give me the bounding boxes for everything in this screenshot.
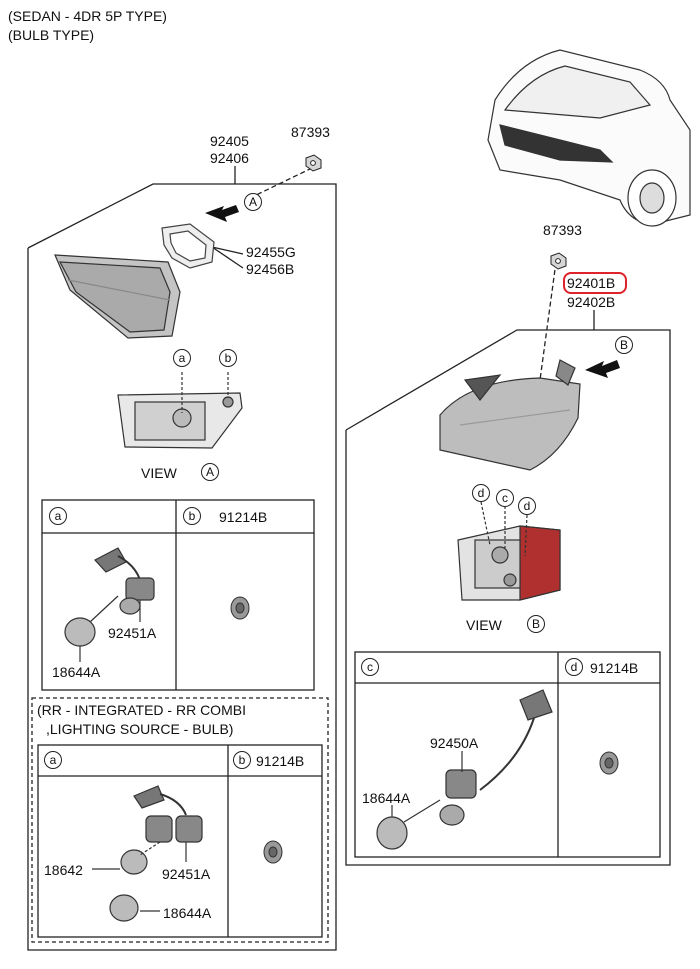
nut-icon-left bbox=[305, 154, 322, 172]
callout-c: c bbox=[496, 489, 514, 507]
nut-icon-right bbox=[550, 252, 567, 270]
left-assembly-frame bbox=[27, 183, 337, 951]
right-table-grid bbox=[354, 651, 661, 858]
gasket-icon bbox=[161, 223, 215, 269]
small-bulb-integrated bbox=[263, 840, 283, 864]
callout-socket-a: a bbox=[173, 349, 191, 367]
part-number-18644a-right: 18644A bbox=[362, 790, 411, 806]
view-callout-a: A bbox=[201, 463, 219, 481]
part-number-92402b: 92402B bbox=[567, 294, 616, 310]
part-number-18644a-integrated: 18644A bbox=[163, 905, 212, 921]
callout-b-right: B bbox=[615, 336, 633, 354]
part-number-91214b-integrated: 91214B bbox=[256, 753, 305, 769]
part-number-92451a-left: 92451A bbox=[108, 625, 157, 641]
part-number-18644a-left: 18644A bbox=[52, 664, 101, 680]
right-outer-lamp bbox=[439, 359, 581, 471]
car-illustration bbox=[487, 49, 691, 227]
callout-d-2: d bbox=[518, 497, 536, 515]
arrow-icon-right bbox=[585, 360, 620, 378]
view-callout-b: B bbox=[527, 615, 545, 633]
integrated-title-1: (RR - INTEGRATED - RR COMBI bbox=[37, 702, 246, 718]
part-number-92455g: 92455G bbox=[246, 244, 296, 260]
table-col-b: b bbox=[183, 507, 201, 525]
socket-bulbs-integrated bbox=[92, 785, 203, 922]
part-number-91214b-left: 91214B bbox=[219, 509, 268, 525]
integrated-frame bbox=[31, 697, 329, 943]
view-label-a: VIEW bbox=[141, 465, 177, 481]
part-number-92405: 92405 bbox=[210, 133, 249, 149]
integrated-col-a: a bbox=[44, 751, 62, 769]
table-col-a: a bbox=[49, 507, 67, 525]
view-b-lamp-back bbox=[457, 501, 561, 601]
header-line-2: (BULB TYPE) bbox=[8, 27, 95, 43]
right-assembly-frame bbox=[345, 329, 671, 866]
header-line-1: (SEDAN - 4DR 5P TYPE) bbox=[8, 8, 167, 24]
table-col-d: d bbox=[565, 658, 583, 676]
integrated-title-2: ,LIGHTING SOURCE - BULB) bbox=[46, 721, 234, 737]
highlighted-part-outline bbox=[563, 272, 627, 294]
small-bulb-right bbox=[599, 751, 619, 775]
part-number-91214b-right: 91214B bbox=[590, 660, 639, 676]
part-number-87393-right: 87393 bbox=[543, 222, 582, 238]
integrated-col-b: b bbox=[233, 751, 251, 769]
part-number-92456b: 92456B bbox=[246, 261, 295, 277]
arrow-icon-left bbox=[205, 205, 239, 222]
part-number-92401b[interactable]: 92401B bbox=[567, 275, 616, 291]
part-number-87393-left: 87393 bbox=[291, 124, 330, 140]
left-table-grid bbox=[41, 499, 315, 691]
left-inner-lamp bbox=[54, 254, 181, 339]
part-number-92451a-integrated: 92451A bbox=[162, 866, 211, 882]
socket-bulb-left bbox=[64, 547, 155, 662]
part-number-92450a: 92450A bbox=[430, 735, 479, 751]
callout-a-left: A bbox=[244, 193, 262, 211]
view-label-b: VIEW bbox=[466, 617, 502, 633]
callout-d-1: d bbox=[472, 484, 490, 502]
socket-bulb-right bbox=[376, 689, 553, 850]
part-number-92406: 92406 bbox=[210, 150, 249, 166]
part-number-18642: 18642 bbox=[44, 862, 83, 878]
callout-socket-b: b bbox=[219, 349, 237, 367]
view-a-lamp-back bbox=[117, 372, 243, 449]
table-col-c: c bbox=[361, 658, 379, 676]
small-bulb-left bbox=[230, 596, 250, 620]
